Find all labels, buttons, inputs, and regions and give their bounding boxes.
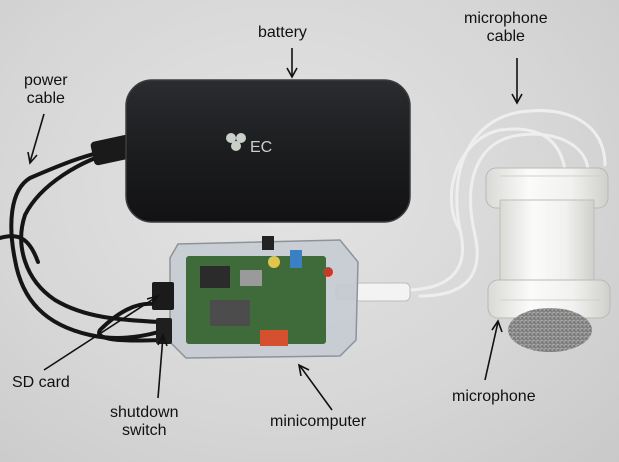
usb-plug [351, 282, 411, 302]
sd-card-arrow [43, 295, 159, 371]
sd-card-label: SD card [12, 374, 70, 391]
sd-card [152, 282, 174, 310]
microphone-arrow [484, 321, 499, 381]
microphone-cable [408, 109, 607, 298]
microphone-mesh [508, 308, 592, 352]
shutdown-switch [156, 318, 172, 344]
power-plug [90, 134, 134, 166]
battery-label: battery [258, 24, 307, 41]
battery-brand: EC [250, 139, 272, 156]
battery-device: EC [125, 79, 411, 223]
microphone-device [485, 167, 611, 352]
battery-logo-icon [226, 133, 246, 151]
minicomputer-case [169, 236, 359, 359]
minicomputer-label: minicomputer [270, 413, 367, 430]
shutdown-switch-label: shutdown switch [110, 404, 179, 439]
power-cable-label: power cable [24, 72, 68, 107]
label-arrows [27, 48, 523, 411]
microphone-cable-label: microphone cable [464, 10, 548, 45]
minicomputer-arrow [299, 365, 333, 411]
power-cable-arrow [29, 113, 45, 163]
microphone-label: microphone [452, 388, 536, 405]
shutdown-switch-arrow [157, 335, 164, 399]
power-cable [0, 146, 167, 343]
